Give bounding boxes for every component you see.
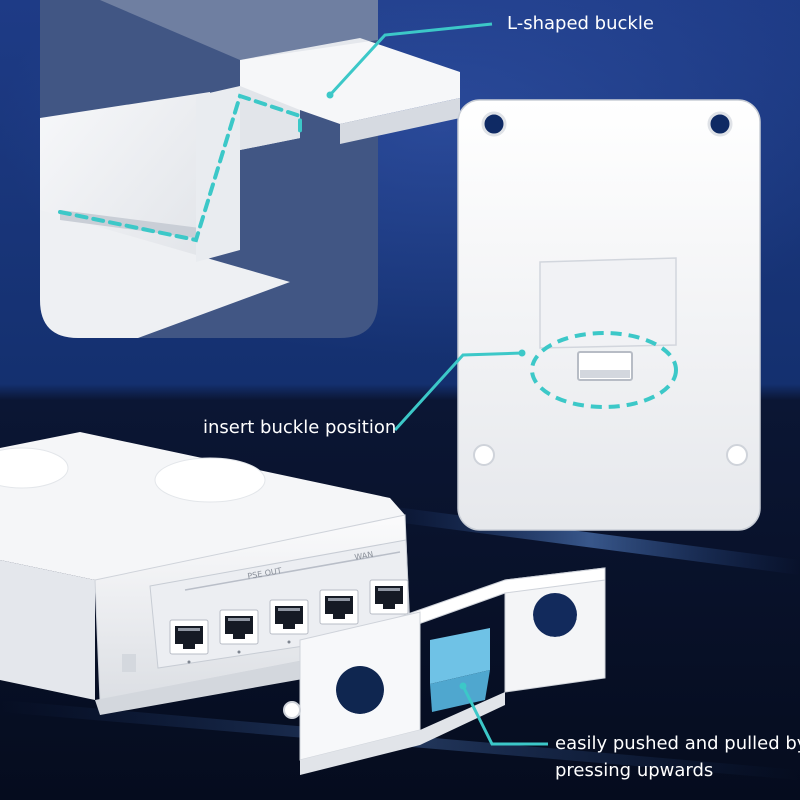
mounting-plate [457, 99, 761, 531]
ethernet-port[interactable] [319, 589, 359, 634]
push-pull-label: easily pushed and pulled by pressing upw… [555, 730, 800, 784]
sliding-bracket [283, 567, 606, 775]
buckle-dashed-outline [58, 93, 302, 243]
blue-slider-tab [430, 628, 490, 684]
buckle-closeup-inset [40, 0, 460, 338]
port-label-right: WAN [354, 550, 374, 562]
l-shaped-buckle-label: L-shaped buckle [507, 13, 654, 34]
push-pull-label-line1: easily pushed and pulled by [555, 733, 800, 754]
push-pull-label-line2: pressing upwards [555, 760, 714, 781]
insert-buckle-position-label: insert buckle position [203, 417, 397, 438]
screw-hole-icon [726, 444, 748, 466]
screw-hole-icon [707, 111, 733, 137]
ethernet-port[interactable] [269, 599, 309, 644]
ethernet-port[interactable] [219, 609, 259, 654]
screw-hole-icon [481, 111, 507, 137]
ethernet-port[interactable] [169, 619, 209, 664]
screw-hole-icon [473, 444, 495, 466]
callout-lines [326, 22, 548, 746]
ethernet-ports [169, 579, 409, 664]
insert-position-dashed-ellipse [530, 331, 678, 409]
ethernet-port[interactable] [369, 579, 409, 624]
